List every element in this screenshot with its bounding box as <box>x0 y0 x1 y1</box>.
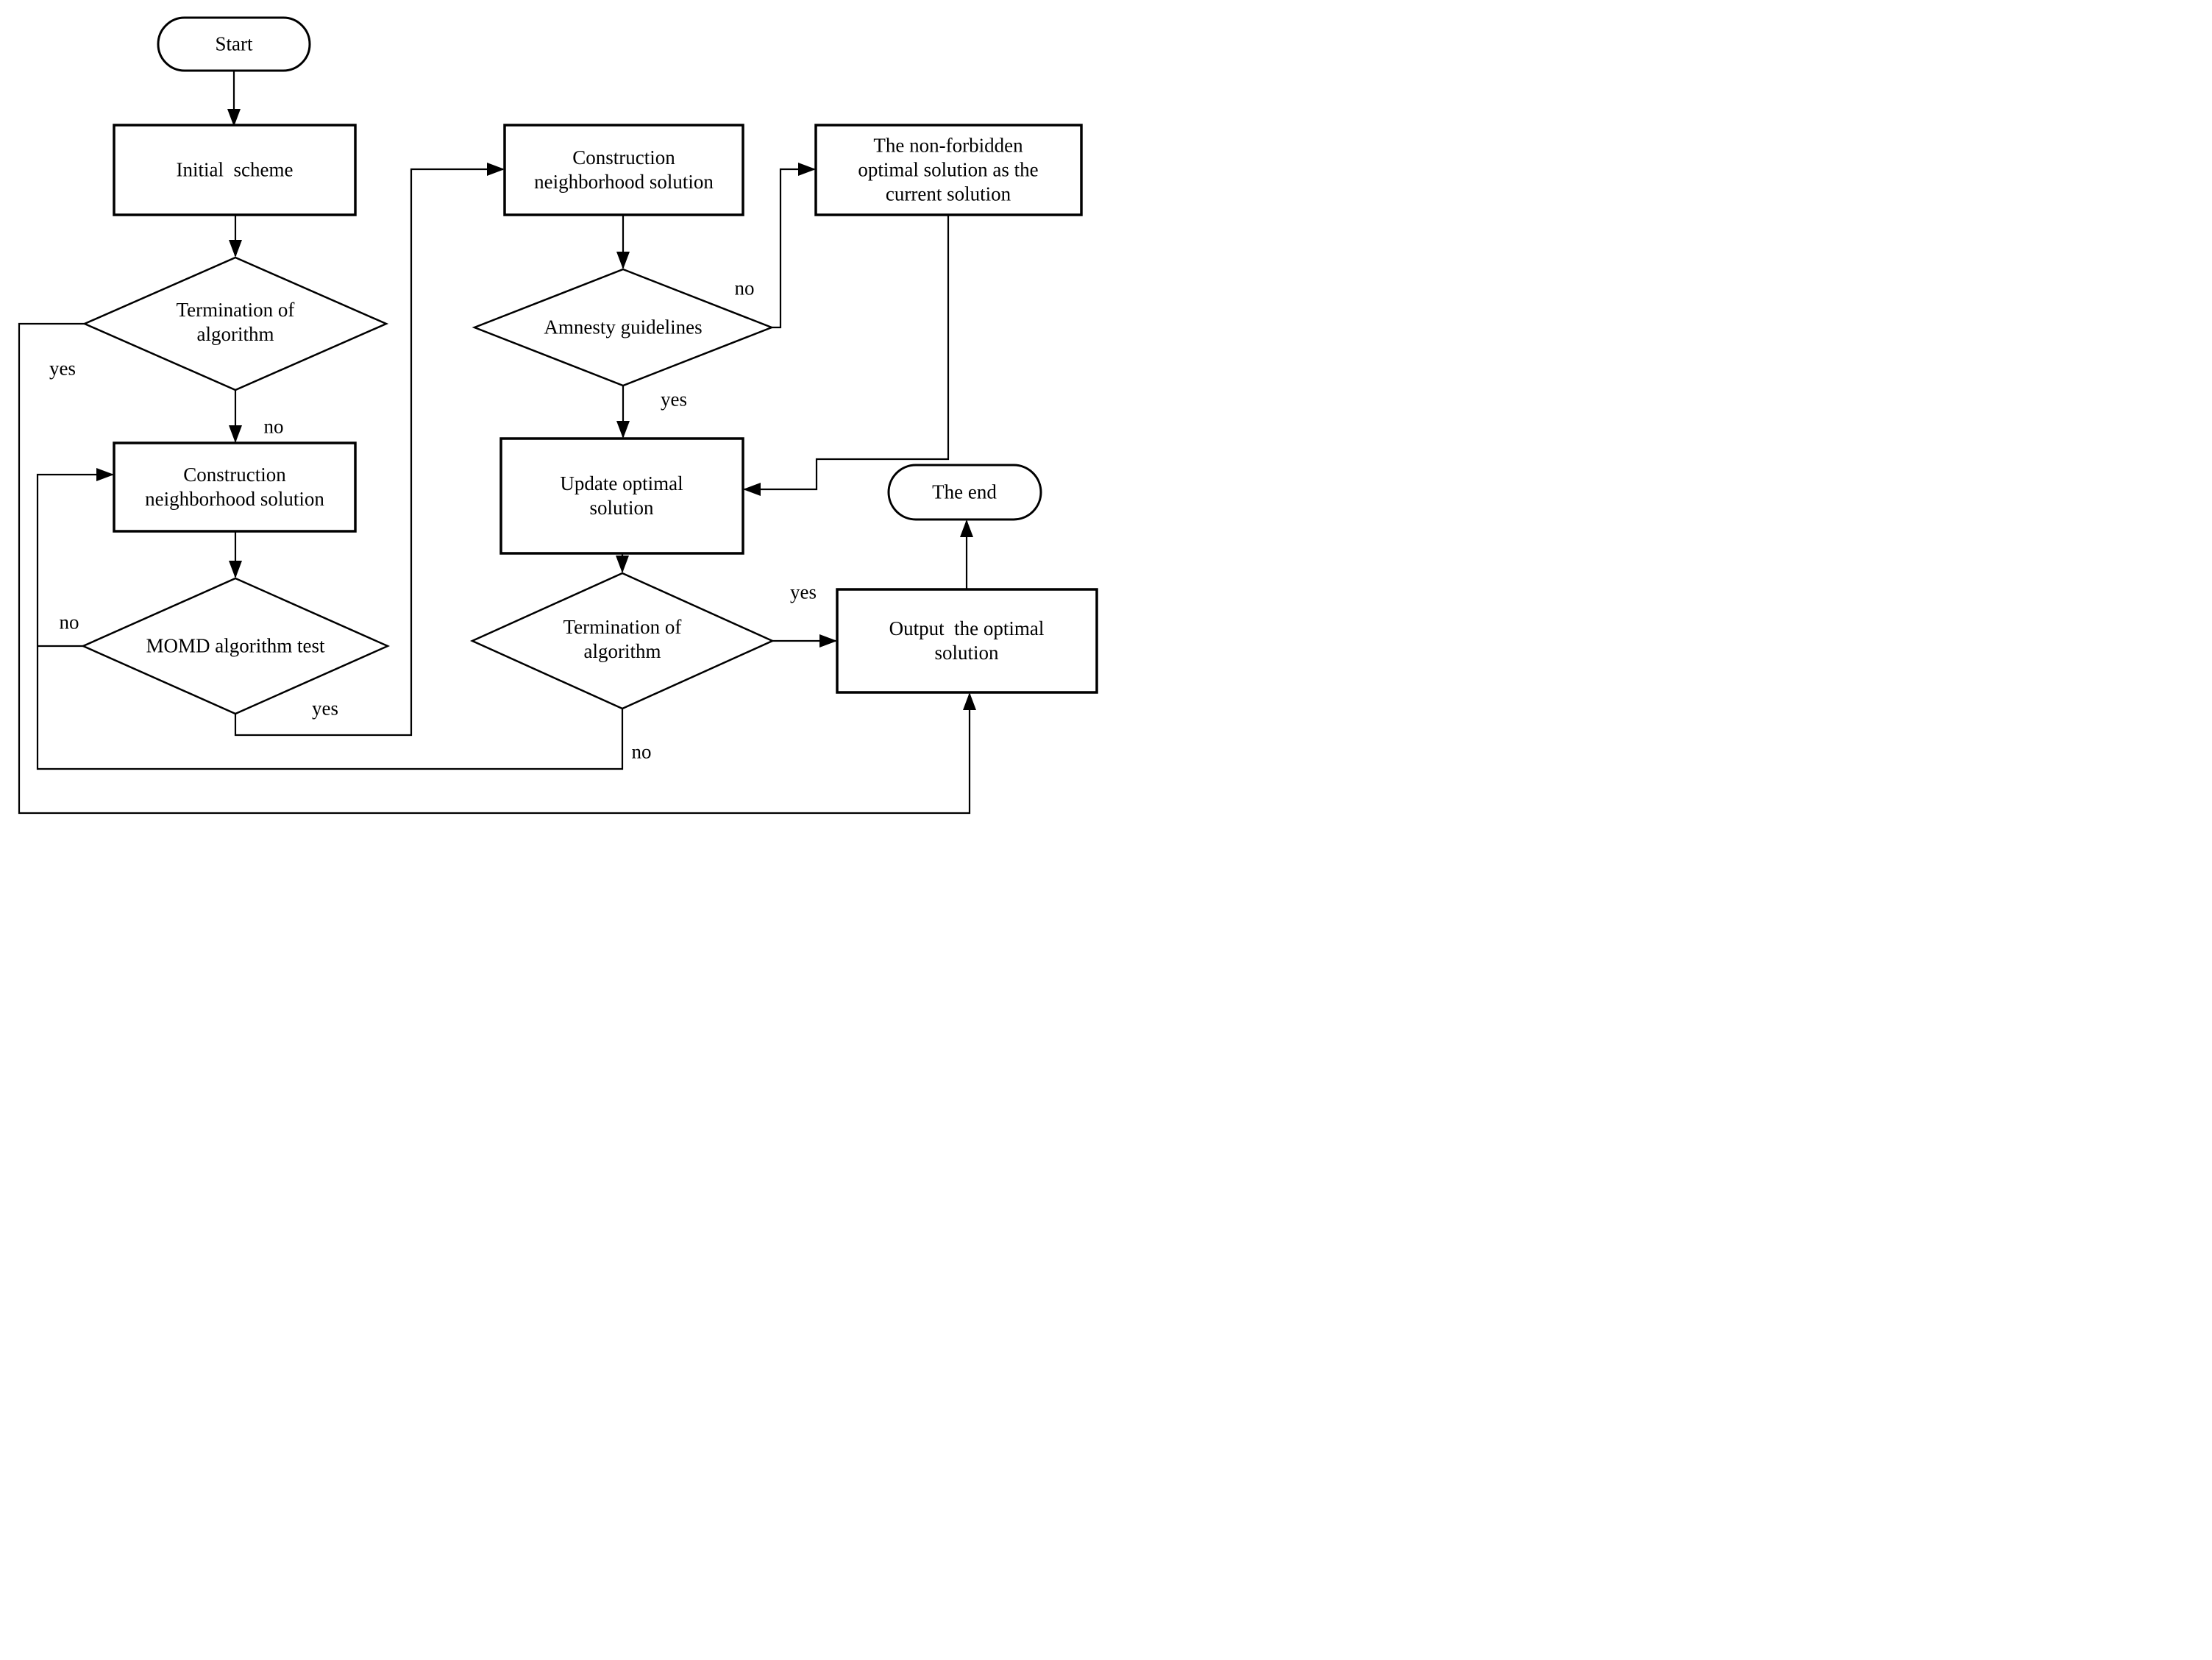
edge-termination-left-yes-loop <box>18 322 977 815</box>
node-construction-left-label: Construction neighborhood solution <box>145 464 324 510</box>
node-output-optimal-label: Output the optimal solution <box>889 617 1045 664</box>
node-output-optimal-shape <box>836 588 1098 694</box>
node-update-optimal-label: Update optimal solution <box>560 472 683 519</box>
flowchart-figure: Start Initial scheme Termination of algo… <box>0 0 1106 830</box>
node-termination-left-label: Termination of algorithm <box>176 299 295 345</box>
edge-label-termination-left-yes: yes <box>49 357 76 380</box>
node-non-forbidden-label: The non-forbidden optimal solution as th… <box>858 134 1039 205</box>
node-amnesty-label: Amnesty guidelines <box>544 316 703 338</box>
node-momd-test-shape <box>80 577 391 715</box>
edge-momd-yes <box>234 162 505 737</box>
edge-label-amnesty-yes: yes <box>661 388 687 411</box>
node-non-forbidden-shape <box>814 124 1083 216</box>
node-start-shape <box>157 16 311 72</box>
edge-label-amnesty-no: no <box>734 277 755 299</box>
edge-label-termination-right-yes: yes <box>790 581 817 603</box>
edge-label-termination-left-no: no <box>263 415 284 438</box>
node-construction-mid-label: Construction neighborhood solution <box>534 146 714 193</box>
node-the-end-shape <box>887 464 1042 521</box>
node-start-label: Start <box>215 32 253 55</box>
node-termination-left-shape <box>82 256 389 391</box>
node-initial-scheme-label: Initial scheme <box>176 158 294 181</box>
edge-termination-right-no-loop <box>36 467 624 770</box>
node-amnesty-shape <box>472 268 775 387</box>
edge-amnesty-no <box>772 162 817 329</box>
edge-non-forbidden-to-update <box>742 215 950 497</box>
node-construction-left-shape <box>113 441 357 533</box>
edge-label-momd-yes: yes <box>312 697 338 720</box>
node-termination-right-label: Termination of algorithm <box>563 616 682 662</box>
node-update-optimal-shape <box>499 437 744 555</box>
node-termination-right-shape <box>469 572 775 710</box>
node-momd-test-label: MOMD algorithm test <box>146 634 325 657</box>
edge-label-termination-right-no: no <box>631 740 652 763</box>
node-initial-scheme-shape <box>113 124 357 216</box>
edge-label-momd-no: no <box>59 611 79 634</box>
node-the-end-label: The end <box>932 480 997 503</box>
flowchart-canvas <box>18 16 1098 815</box>
node-construction-mid-shape <box>503 124 744 216</box>
